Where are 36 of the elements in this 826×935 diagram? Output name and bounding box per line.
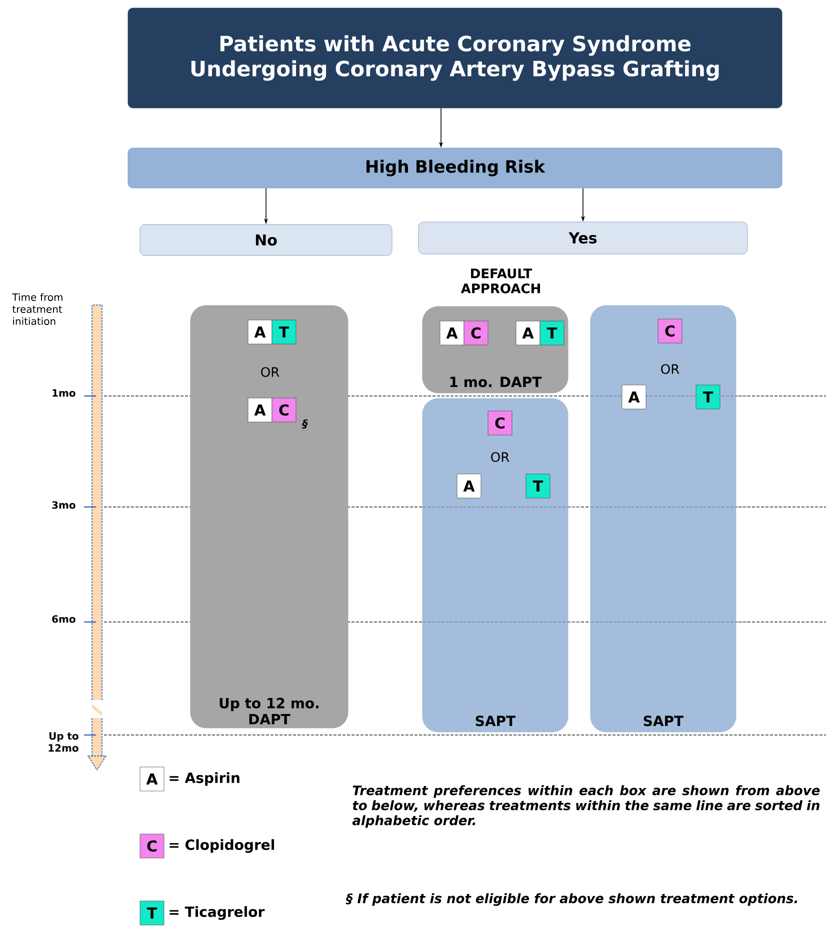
- title-box: Patients with Acute Coronary Syndrome Undergoing Coronary Artery Bypass Grafting: [128, 8, 782, 108]
- answer-box: Yes: [418, 222, 748, 254]
- drug-tile: C: [464, 320, 488, 346]
- drug-tile: C: [488, 410, 512, 436]
- decision-box: High Bleeding Risk: [128, 148, 782, 188]
- drug-tile: A: [140, 766, 164, 792]
- note-text: Treatment preferences within each box are shown from above to below, whereas treatments within the same line are sorted in alphabetic order.: [352, 785, 820, 828]
- panel-heading: DEFAULT APPROACH: [460, 268, 540, 294]
- tick-label: 3mo: [52, 501, 76, 509]
- drug-tile: A: [248, 398, 272, 422]
- drug-tile: T: [272, 320, 296, 344]
- drug-tile: T: [540, 320, 564, 346]
- drug-tile: T: [696, 384, 720, 410]
- drug-tile: C: [140, 834, 164, 858]
- or-label: OR: [661, 364, 680, 374]
- time-axis-title: Time from treatment initiation: [12, 293, 62, 325]
- or-label: OR: [261, 367, 280, 377]
- tick-label: 6mo: [52, 615, 76, 623]
- drug-tile: C: [658, 318, 682, 344]
- drug-tile: A: [516, 320, 540, 346]
- tick-label: 1mo: [52, 389, 76, 397]
- footnote-mark: §: [302, 419, 308, 429]
- drug-name: = Ticagrelor: [170, 906, 265, 920]
- drug-tile: T: [526, 474, 550, 498]
- or-label: OR: [491, 452, 510, 462]
- drug-tile: A: [622, 384, 646, 410]
- drug-tile: C: [272, 398, 296, 422]
- drug-tile: A: [456, 474, 482, 498]
- drug-name: = Aspirin: [170, 772, 240, 786]
- tick-label: Up to 12mo: [48, 732, 78, 752]
- footnote-text: § If patient is not eligible for above shown treatment options.: [346, 893, 798, 906]
- drug-name: = Clopidogrel: [170, 839, 274, 853]
- drug-tile: A: [248, 320, 272, 344]
- answer-box: No: [140, 224, 392, 256]
- drug-tile: T: [140, 900, 164, 926]
- drug-tile: A: [440, 320, 464, 346]
